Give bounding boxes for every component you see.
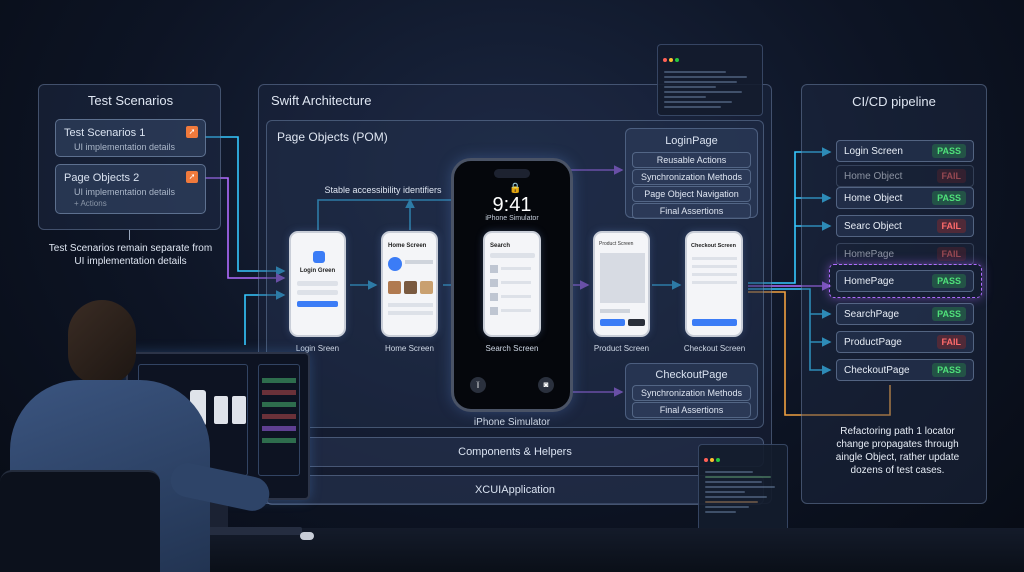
home-screen-mock[interactable]: Home Screen — [381, 231, 438, 337]
lock-icon: 🔒 — [509, 183, 522, 194]
cicd-title: CI/CD pipeline — [852, 94, 936, 109]
wire-up-login — [244, 290, 286, 345]
screen-label: Product Screen — [593, 344, 650, 353]
status-badge: PASS — [932, 274, 966, 288]
chair — [0, 470, 160, 572]
screen-heading: Checkout Screen — [691, 243, 736, 249]
screen-label: Home Screen — [385, 344, 434, 353]
simulator-time: 9:41 — [492, 194, 532, 216]
loginpage-method: Reusable Actions — [632, 152, 751, 168]
checkoutpage-method: Final Assertions — [632, 402, 751, 418]
components-helpers-layer: Components & Helpers — [266, 437, 764, 467]
checkoutpage-title: CheckoutPage — [655, 369, 728, 381]
loginpage-method: Synchronization Methods — [632, 169, 751, 185]
screen-heading: Search — [490, 243, 511, 249]
checkoutpage-object[interactable]: CheckoutPage Synchronization Methods Fin… — [625, 363, 758, 420]
wire-scenario1-login — [205, 136, 286, 276]
loginpage-method: Final Assertions — [632, 203, 751, 219]
simulator-caption: iPhone Simulator — [485, 215, 539, 222]
refactoring-note: Refactoring path 1 locator change propag… — [835, 426, 960, 476]
xcui-label: XCUIApplication — [474, 484, 556, 496]
highlight-frame — [829, 264, 982, 298]
scenario-card-2[interactable]: Page Objects 2 UI implementation details… — [55, 164, 206, 214]
wire-pipe-1 — [748, 147, 832, 284]
scenario-subtitle: UI implementation details — [74, 142, 176, 152]
pom-title: Page Objects (POM) — [277, 130, 388, 144]
status-badge: FAIL — [936, 169, 966, 183]
person-head — [68, 300, 136, 384]
monitor-stand — [208, 500, 228, 530]
status-badge: PASS — [932, 144, 966, 158]
scenario-title: Test Scenarios 1 — [64, 127, 146, 139]
flashlight-icon[interactable]: ǐ — [470, 377, 486, 393]
screen-heading: Home Screen — [388, 243, 427, 249]
components-label: Components & Helpers — [458, 446, 572, 458]
dynamic-island — [494, 169, 530, 178]
swift-icon: ➚ — [186, 171, 198, 183]
mouse — [300, 532, 314, 540]
app-icon — [313, 251, 325, 263]
keyboard — [192, 527, 302, 535]
code-snippet-top — [657, 44, 763, 116]
status-badge: PASS — [932, 307, 966, 321]
screen-label: Search Screen — [485, 344, 539, 353]
separation-note: Test Scenarios remain separate from UI i… — [48, 243, 213, 267]
screen-heading: Product Screen — [599, 241, 634, 247]
loginpage-title: LoginPage — [665, 135, 718, 147]
test-scenarios-panel: Test Scenarios Test Scenarios 1 UI imple… — [38, 84, 221, 230]
test-scenarios-title: Test Scenarios — [87, 93, 174, 108]
status-badge: PASS — [932, 191, 966, 205]
screen-label: Checkout Screen — [683, 344, 746, 353]
login-screen-mock[interactable]: Login Green — [289, 231, 346, 337]
connector-tick — [129, 230, 130, 240]
screen-heading: Login Green — [299, 268, 336, 274]
swift-architecture-title: Swift Architecture — [271, 93, 372, 108]
product-screen-mock[interactable]: Product Screen — [593, 231, 650, 337]
identifiers-label: Stable accessibility identifiers — [324, 185, 442, 195]
checkout-screen-mock[interactable]: Checkout Screen — [685, 231, 743, 337]
status-badge: PASS — [932, 363, 966, 377]
wire-refactor-path — [748, 291, 891, 416]
wire-scenario2-login — [205, 177, 286, 283]
wire-pipe-lower — [748, 288, 832, 375]
scenario-title: Page Objects 2 — [64, 172, 140, 184]
code-snippet-bottom — [698, 444, 788, 532]
checkoutpage-method: Synchronization Methods — [632, 385, 751, 401]
xcuiapplication-layer: XCUIApplication — [266, 475, 764, 505]
scenario-card-1[interactable]: Test Scenarios 1 UI implementation detai… — [55, 119, 206, 157]
screen-label: Login Sreen — [295, 344, 340, 353]
status-badge: FAIL — [936, 219, 966, 233]
camera-icon[interactable]: ◙ — [538, 377, 554, 393]
status-badge: FAIL — [936, 247, 966, 261]
loginpage-method: Page Object Navigation — [632, 186, 751, 202]
loginpage-object[interactable]: LoginPage Reusable Actions Synchronizati… — [625, 128, 758, 219]
simulator-label: iPhone Simulator — [473, 417, 551, 428]
status-badge: FAIL — [936, 335, 966, 349]
scenario-extra: + Actions — [74, 199, 107, 208]
scenario-subtitle: UI implementation details — [74, 187, 176, 197]
search-screen-mock[interactable]: Search — [483, 231, 541, 337]
swift-icon: ➚ — [186, 126, 198, 138]
